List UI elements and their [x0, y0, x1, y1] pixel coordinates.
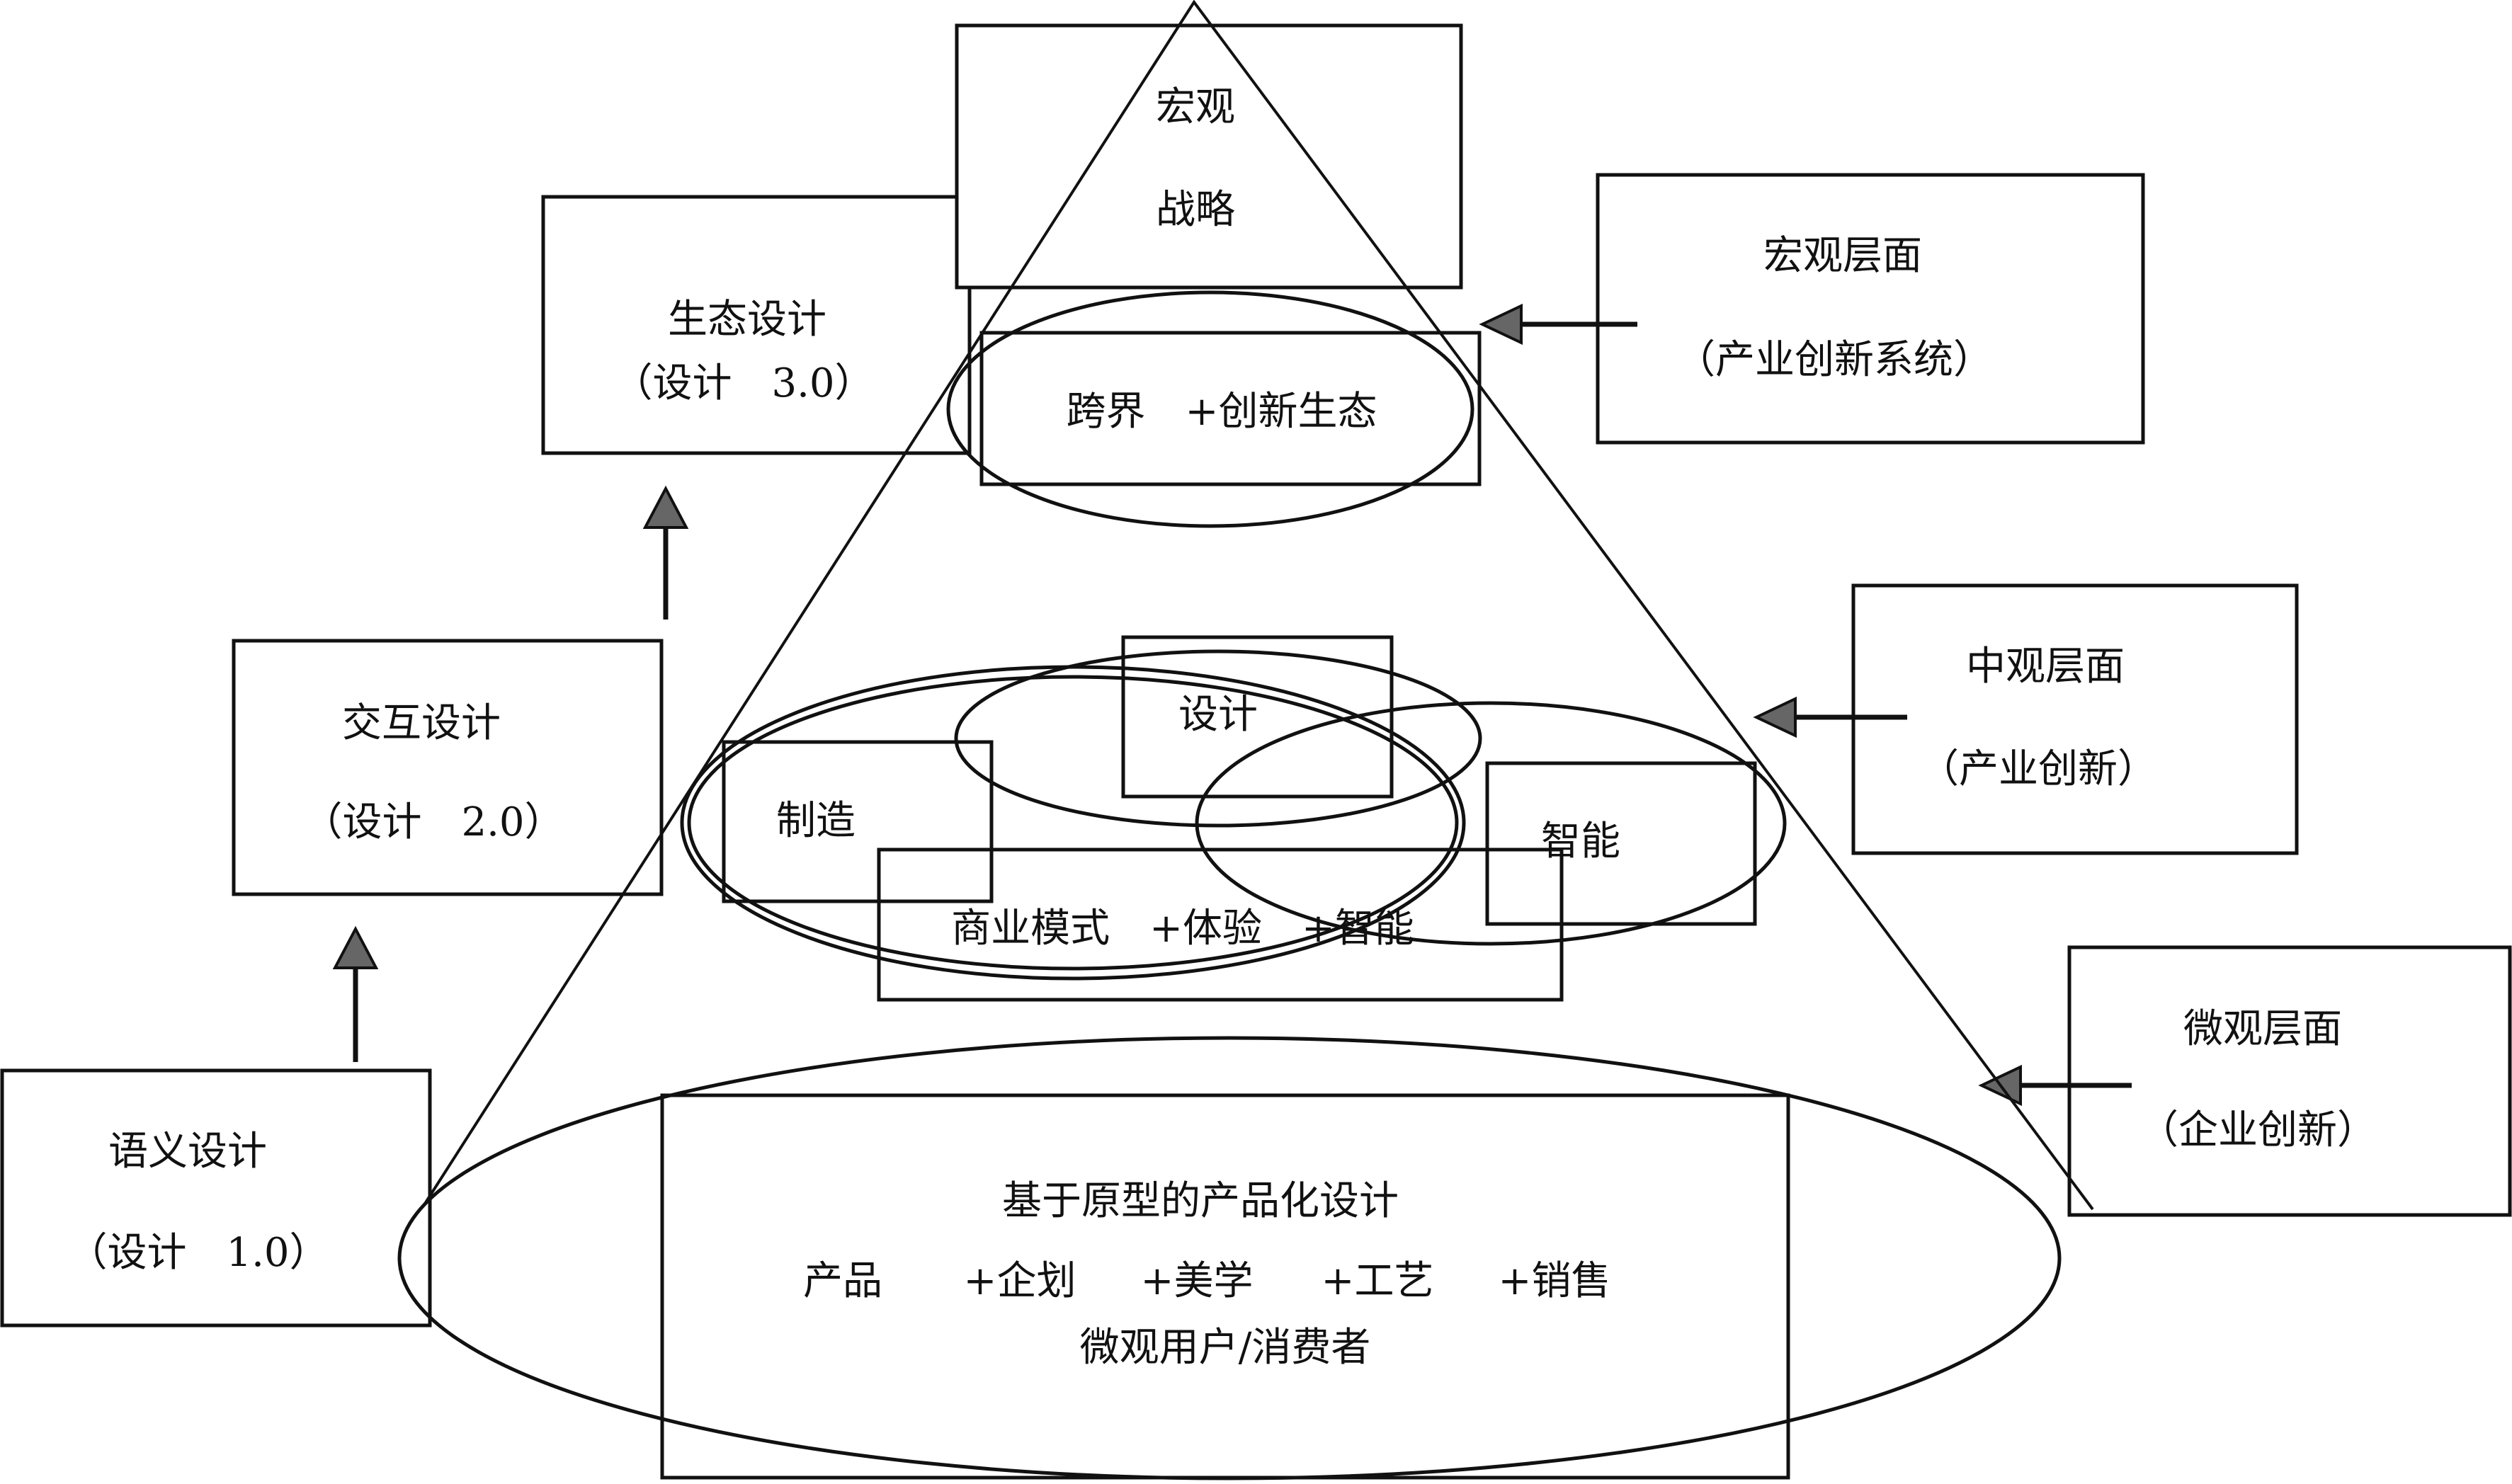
interaction-design-version: （设计 2.0）: [302, 799, 564, 845]
interaction-design-title: 交互设计: [342, 700, 501, 746]
ecology-design-box: 生态设计 （设计 3.0）: [541, 195, 972, 455]
micro-level-subtitle: （企业创新）: [2139, 1107, 2377, 1153]
arrow-up-icon: [332, 925, 379, 969]
pyramid-outline: [424, 0, 2094, 1211]
ecosystem-frame: [979, 331, 1482, 486]
business-label: 商业模式 +体验 +智能: [951, 906, 1414, 952]
macro-level-subtitle: （产业创新系统）: [1676, 337, 1993, 383]
interaction-design-frame: [232, 639, 664, 896]
meso-level-frame: [1851, 583, 2299, 855]
arrow-interaction-to-ecology: [642, 485, 689, 620]
chain-item-craft: +工艺: [1322, 1258, 1434, 1304]
semantic-design-title: 语义设计: [108, 1129, 267, 1175]
ecosystem-layer: 跨界 +创新生态: [946, 290, 1482, 528]
design-frame: [1121, 635, 1394, 799]
arrow-meso-level: [1753, 696, 1907, 738]
design-label: 设计: [1178, 692, 1258, 738]
ecology-design-frame: [541, 195, 972, 455]
interaction-design-box: 交互设计 （设计 2.0）: [232, 639, 664, 896]
semantic-design-frame: [0, 1068, 432, 1328]
meso-ellipse-inner: [687, 675, 1459, 971]
base-ellipse: [397, 1036, 2062, 1480]
base-users: 微观用户/消费者: [1080, 1325, 1371, 1371]
macro-level-box: 宏观层面 （产业创新系统）: [1596, 173, 2145, 445]
chain-item-product: 产品: [803, 1258, 882, 1304]
apex-label-macro: 宏观: [1156, 84, 1235, 130]
manufacturing-frame: [722, 740, 994, 903]
ecosystem-ellipse: [946, 290, 1474, 528]
micro-level-title: 微观层面: [2183, 1006, 2342, 1052]
ecosystem-label: 跨界 +创新生态: [1067, 389, 1377, 435]
meso-level-subtitle: （产业创新）: [1919, 746, 2157, 792]
design-ellipse: [954, 649, 1482, 828]
base-layer: 基于原型的产品化设计 产品 +企划 +美学 +工艺 +销售 微观用户/消费者: [397, 1036, 2062, 1480]
semantic-design-box: 语义设计 （设计 1.0）: [0, 1068, 432, 1328]
manufacturing-label: 制造: [776, 798, 856, 844]
arrow-up-icon: [642, 485, 689, 529]
chain-item-sales: +销售: [1499, 1258, 1611, 1304]
chain-item-aesthetics: +美学: [1141, 1258, 1254, 1304]
intelligence-label: 智能: [1541, 818, 1620, 864]
micro-level-frame: [2067, 945, 2512, 1217]
micro-level-box: 微观层面 （企业创新）: [2067, 945, 2512, 1217]
business-frame: [877, 847, 1564, 1002]
macro-strategy-box: 宏观 战略: [955, 23, 1463, 290]
ecology-design-title: 生态设计: [668, 297, 826, 343]
meso-level-title: 中观层面: [1966, 644, 2125, 690]
arrow-left-icon: [1479, 303, 1523, 346]
macro-level-frame: [1596, 173, 2145, 445]
chain-item-planning: +企划: [964, 1258, 1076, 1304]
ecology-design-version: （设计 3.0）: [613, 360, 874, 406]
macro-level-title: 宏观层面: [1763, 233, 1922, 279]
meso-level-box: 中观层面 （产业创新）: [1851, 583, 2299, 855]
intelligence-frame: [1485, 761, 1757, 926]
arrow-macro-level: [1479, 303, 1637, 346]
intelligence-ellipse: [1195, 701, 1787, 946]
meso-layer: 设计 制造 智能 商业模式 +体验 +智能: [680, 635, 1787, 1002]
arrow-semantic-to-interaction: [332, 925, 379, 1062]
base-title: 基于原型的产品化设计: [1002, 1178, 1399, 1224]
apex-label-strategy: 战略: [1156, 187, 1235, 233]
macro-strategy-frame: [955, 23, 1463, 290]
semantic-design-version: （设计 1.0）: [67, 1230, 329, 1276]
arrow-left-icon: [1753, 696, 1797, 738]
